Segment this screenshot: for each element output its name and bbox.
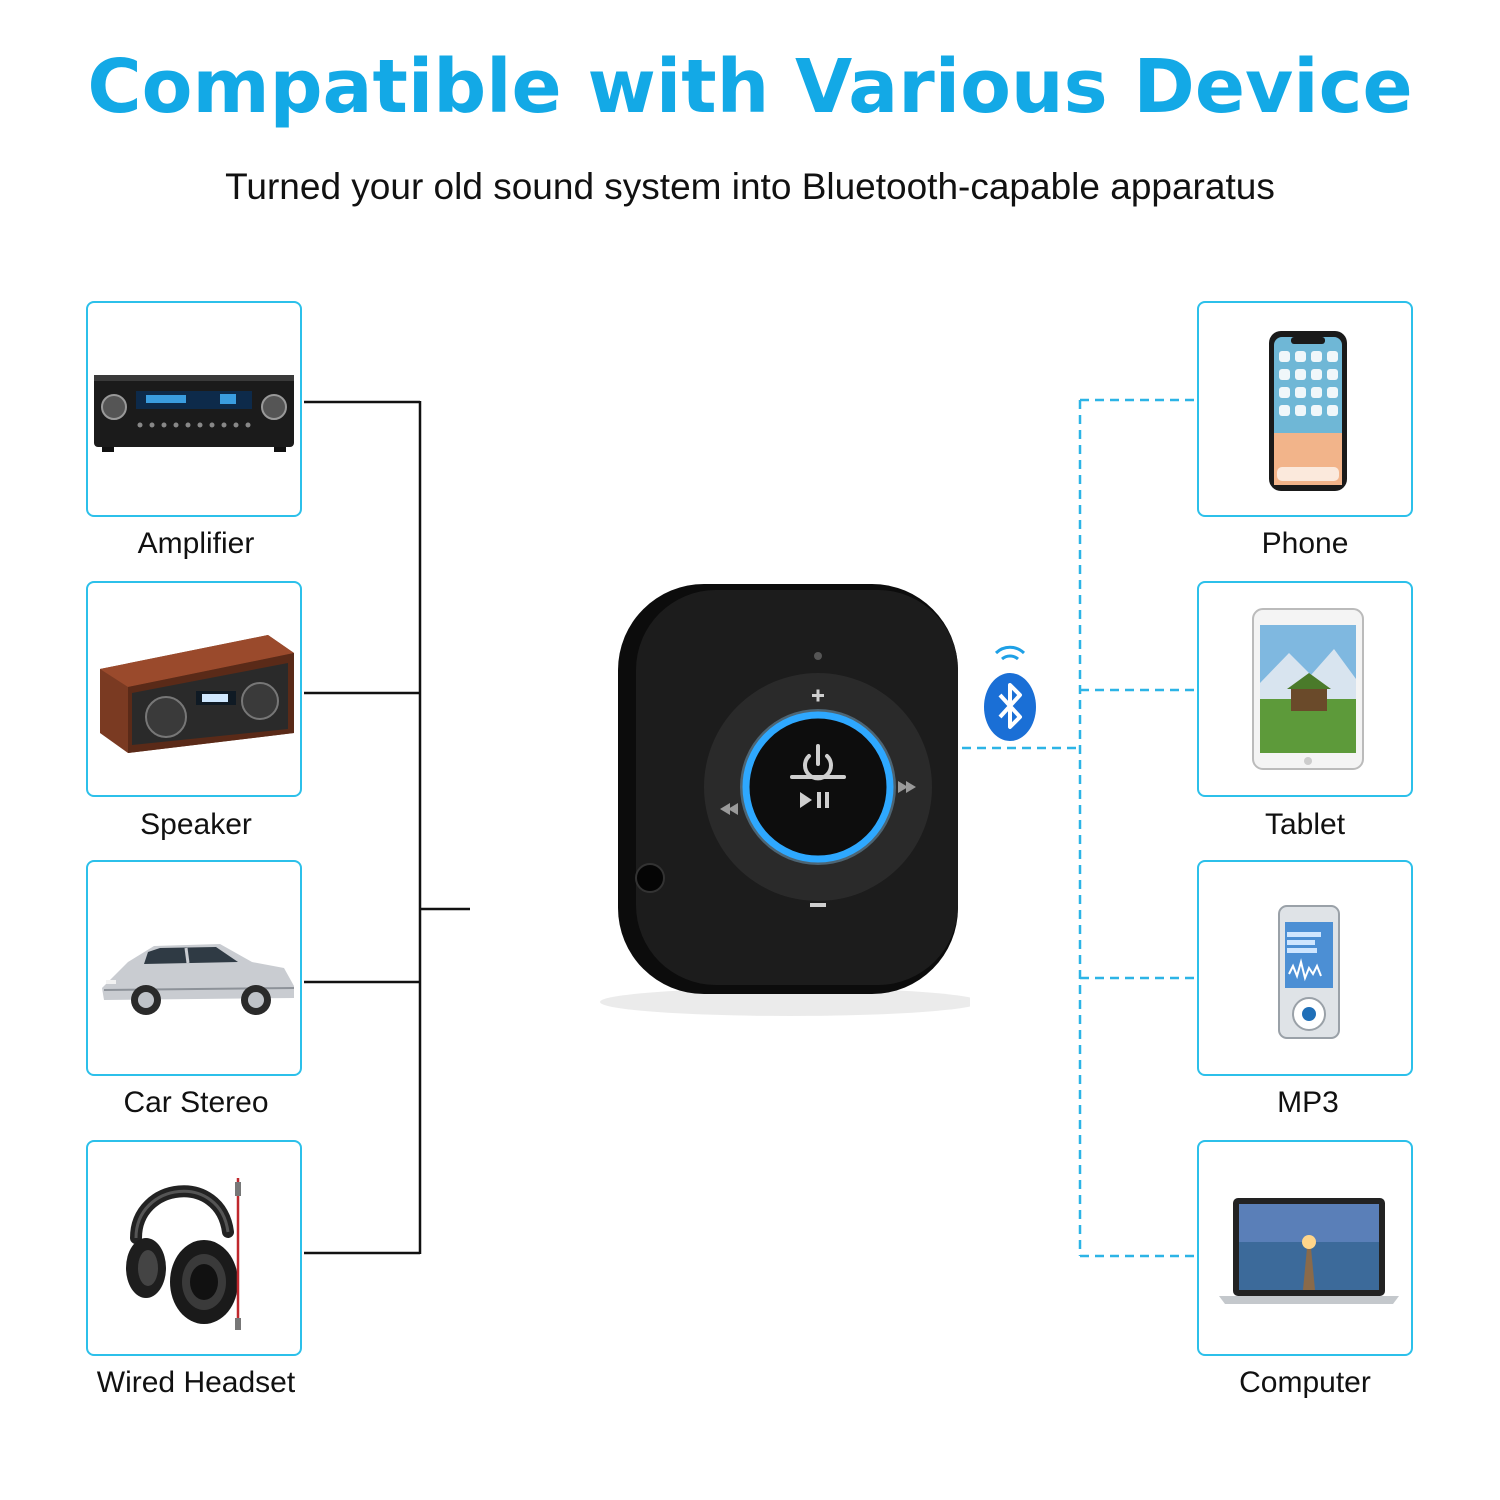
- amplifier-icon: [94, 375, 294, 452]
- label-computer: Computer: [1239, 1366, 1371, 1399]
- speaker-card: [86, 581, 302, 797]
- label-phone: Phone: [1261, 527, 1349, 560]
- tablet-card: [1197, 581, 1413, 797]
- car-icon: [102, 944, 295, 1015]
- mp3-card: [1197, 860, 1413, 1076]
- page-subtitle: Turned your old sound system into Blueto…: [225, 166, 1275, 207]
- tablet-icon: [1252, 608, 1364, 770]
- page-title: Compatible with Various Device: [87, 44, 1413, 130]
- mp3-player-icon: [1278, 905, 1340, 1039]
- phone-icon: [1269, 331, 1347, 491]
- label-wired-headset: Wired Headset: [96, 1366, 296, 1399]
- amplifier-card: [86, 301, 302, 517]
- speaker-icon: [100, 635, 294, 753]
- bluetooth-icon: [984, 645, 1036, 741]
- wireless-connections: [962, 398, 1198, 1258]
- laptop-icon: [1219, 1198, 1399, 1304]
- bluetooth-receiver-icon: [600, 584, 970, 1016]
- label-amplifier: Amplifier: [137, 527, 255, 560]
- headset-card: [86, 1140, 302, 1356]
- label-car-stereo: Car Stereo: [123, 1086, 269, 1119]
- label-mp3: MP3: [1277, 1086, 1339, 1119]
- phone-card: [1197, 301, 1413, 517]
- computer-card: [1197, 1140, 1413, 1356]
- headphones-icon: [126, 1178, 241, 1330]
- label-speaker: Speaker: [140, 808, 252, 841]
- label-tablet: Tablet: [1264, 808, 1346, 841]
- wired-connections: [304, 400, 470, 1255]
- car-card: [86, 860, 302, 1076]
